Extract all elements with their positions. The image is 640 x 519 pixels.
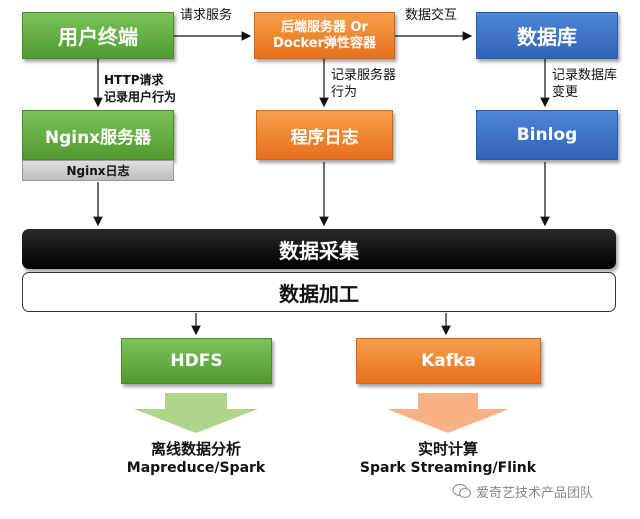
nginx-server-node: Nginx服务器 — [22, 110, 174, 160]
record-db-change-label-2: 变更 — [552, 85, 579, 100]
offline-analysis-title: 离线数据分析 — [150, 440, 241, 458]
data-processing-label: 数据加工 — [279, 281, 359, 306]
record-db-change-label-1: 记录数据库 — [552, 68, 618, 83]
realtime-compute-tools: Spark Streaming/Flink — [359, 460, 537, 476]
binlog-node: Binlog — [476, 110, 618, 160]
request-service-label: 请求服务 — [180, 8, 233, 23]
user-terminal-label: 用户终端 — [58, 25, 138, 49]
data-collection-label: 数据采集 — [279, 238, 359, 263]
wechat-icon — [452, 483, 472, 499]
offline-analysis-tools: Mapreduce/Spark — [126, 460, 266, 476]
hdfs-label: HDFS — [170, 351, 223, 371]
record-server-behavior-label-2: 行为 — [331, 85, 358, 100]
database-node: 数据库 — [476, 12, 618, 59]
backend-servers-node: 后端服务器 Or Docker弹性容器 — [254, 12, 395, 59]
record-server-behavior-label-1: 记录服务器 — [331, 68, 397, 83]
watermark-text: 爱奇艺技术产品团队 — [476, 486, 594, 501]
data-collection-bar: 数据采集 — [22, 229, 616, 269]
nginx-log-label: Nginx日志 — [66, 164, 130, 178]
offline-down-arrow — [134, 393, 258, 433]
program-log-label: 程序日志 — [290, 127, 359, 148]
data-exchange-label: 数据交互 — [405, 8, 458, 23]
data-processing-bar: 数据加工 — [22, 272, 616, 312]
nginx-log-node: Nginx日志 — [22, 160, 174, 181]
kafka-label: Kafka — [421, 351, 476, 371]
record-user-behavior-label: 记录用户行为 — [104, 90, 177, 104]
database-label: 数据库 — [517, 25, 577, 49]
kafka-node: Kafka — [356, 338, 541, 384]
backend-servers-label: 后端服务器 Or Docker弹性容器 — [273, 19, 376, 51]
http-request-label: HTTP请求 — [104, 73, 164, 87]
binlog-label: Binlog — [516, 125, 578, 145]
realtime-compute-title: 实时计算 — [417, 440, 478, 458]
program-log-node: 程序日志 — [256, 110, 393, 160]
nginx-server-label: Nginx服务器 — [44, 127, 152, 148]
hdfs-node: HDFS — [121, 338, 272, 384]
realtime-down-arrow — [387, 393, 509, 433]
user-terminal-node: 用户终端 — [22, 12, 174, 59]
